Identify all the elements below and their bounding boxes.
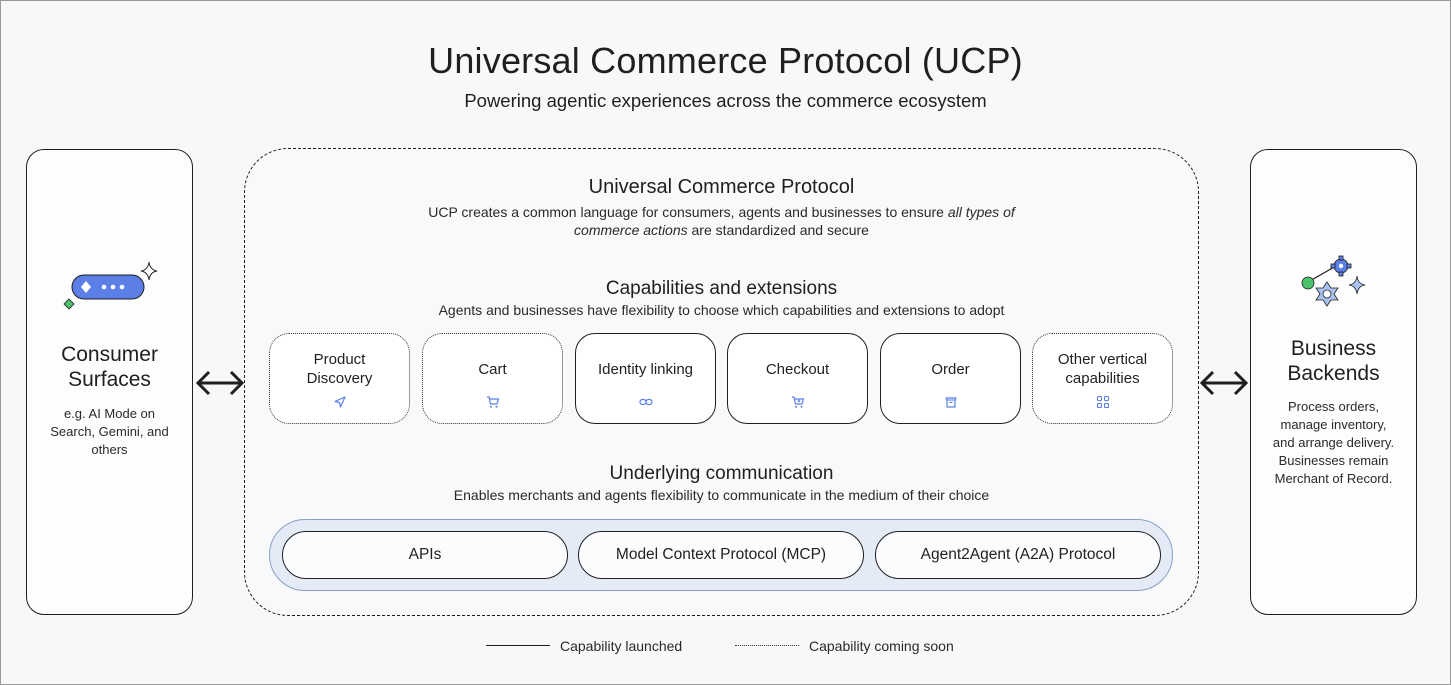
capability-label: Other vertical bbox=[1057, 351, 1148, 368]
grid-icon bbox=[1096, 395, 1109, 409]
page-title: Universal Commerce Protocol (UCP) bbox=[428, 40, 1023, 81]
business-backends-title-line2: Backends bbox=[1287, 362, 1380, 385]
capability-product-discovery: Product Discovery bbox=[269, 333, 410, 424]
left-bidirectional-arrow-icon bbox=[195, 370, 245, 396]
capability-label: Checkout bbox=[765, 361, 830, 378]
business-backends-desc-line4: Businesses remain bbox=[1278, 453, 1389, 468]
capability-order: Order bbox=[880, 333, 1021, 424]
consumer-surfaces-desc-line3: others bbox=[91, 442, 128, 457]
legend-solid-line bbox=[486, 645, 550, 646]
protocol-title: Universal Commerce Protocol bbox=[588, 176, 855, 198]
comm-a2a: Agent2Agent (A2A) Protocol bbox=[875, 531, 1161, 579]
box-icon bbox=[944, 397, 957, 408]
protocol-desc-line2: commerce actions are standardized and se… bbox=[574, 222, 869, 238]
capability-label: Order bbox=[931, 361, 970, 378]
capability-label: Identity linking bbox=[597, 361, 694, 378]
consumer-surfaces-title-line1: Consumer bbox=[61, 343, 158, 366]
capability-label: Cart bbox=[478, 361, 507, 378]
comm-mcp: Model Context Protocol (MCP) bbox=[578, 531, 864, 579]
legend-coming-soon: Capability coming soon bbox=[809, 638, 954, 654]
consumer-surfaces-panel: Consumer Surfaces e.g. AI Mode on Search… bbox=[26, 149, 193, 615]
consumer-surfaces-title-line2: Surfaces bbox=[68, 368, 151, 391]
page-subtitle: Powering agentic experiences across the … bbox=[464, 90, 987, 111]
capability-cart: Cart bbox=[422, 333, 563, 424]
cart-icon bbox=[486, 396, 499, 408]
business-backends-title-line1: Business bbox=[1290, 337, 1377, 360]
legend-dotted-line bbox=[735, 645, 799, 646]
cart-add-icon bbox=[791, 396, 804, 408]
business-backends-desc-line2: manage inventory, bbox=[1280, 417, 1387, 432]
link-icon bbox=[638, 398, 653, 406]
communication-desc: Enables merchants and agents flexibility… bbox=[453, 487, 990, 503]
consumer-surfaces-desc-line1: e.g. AI Mode on bbox=[63, 406, 156, 421]
business-backends-desc-line1: Process orders, bbox=[1287, 399, 1380, 414]
protocol-desc-line1: UCP creates a common language for consum… bbox=[428, 204, 1015, 220]
capabilities-desc: Agents and businesses have flexibility t… bbox=[438, 302, 1005, 318]
comm-apis: APIs bbox=[282, 531, 568, 579]
capability-label: Discovery bbox=[306, 370, 373, 387]
business-backends-desc-line3: and arrange delivery. bbox=[1272, 435, 1395, 450]
communication-title: Underlying communication bbox=[609, 463, 834, 484]
capability-label: capabilities bbox=[1065, 370, 1140, 387]
capabilities-title: Capabilities and extensions bbox=[605, 278, 838, 299]
consumer-surfaces-desc-line2: Search, Gemini, and bbox=[50, 424, 169, 439]
legend-launched: Capability launched bbox=[560, 638, 683, 654]
capability-label: Product bbox=[313, 351, 366, 368]
business-backends-panel: Business Backends Process orders, manage… bbox=[1250, 149, 1417, 615]
business-backends-desc-line5: Merchant of Record. bbox=[1274, 471, 1393, 486]
chat-bubble-sparkle-icon bbox=[63, 261, 158, 310]
gears-sparkle-icon bbox=[1301, 255, 1366, 307]
capability-other-vertical: Other vertical capabilities bbox=[1032, 333, 1173, 424]
capability-checkout: Checkout bbox=[727, 333, 868, 424]
right-bidirectional-arrow-icon bbox=[1199, 370, 1249, 396]
send-icon bbox=[333, 396, 346, 408]
capability-identity-linking: Identity linking bbox=[575, 333, 716, 424]
